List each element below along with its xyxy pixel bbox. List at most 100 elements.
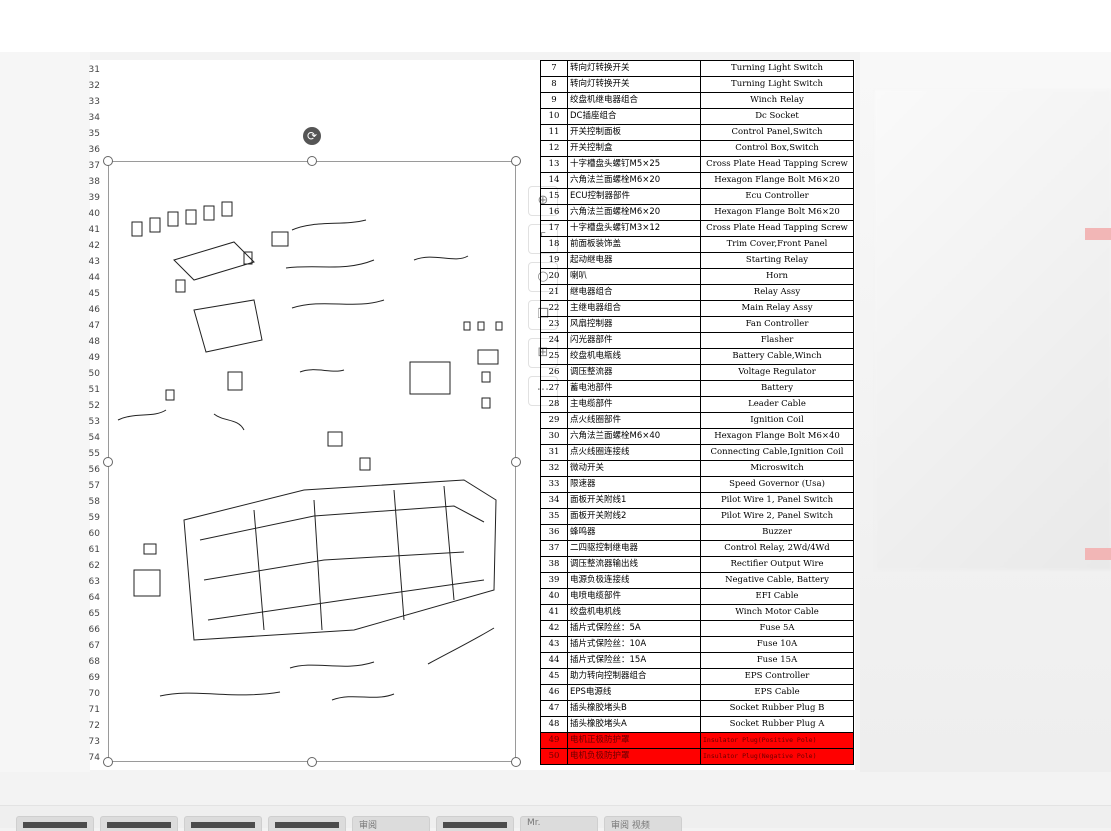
resize-handle-right[interactable] <box>511 457 521 467</box>
part-number-cell[interactable]: 8 <box>540 76 568 93</box>
part-number-cell[interactable]: 17 <box>540 220 568 237</box>
row-number[interactable]: 69 <box>88 673 100 683</box>
row-number[interactable]: 60 <box>88 529 100 539</box>
row-number[interactable]: 70 <box>88 689 100 699</box>
chinese-name-cell[interactable]: 微动开关 <box>567 460 701 477</box>
part-number-cell[interactable]: 16 <box>540 204 568 221</box>
chinese-name-cell[interactable]: 调压整流器 <box>567 364 701 381</box>
row-number[interactable]: 35 <box>88 129 100 139</box>
row-number[interactable]: 55 <box>88 449 100 459</box>
row-number[interactable]: 62 <box>88 561 100 571</box>
english-name-cell[interactable]: Connecting Cable,Ignition Coil <box>700 444 854 461</box>
chinese-name-cell[interactable]: DC插座组合 <box>567 108 701 125</box>
row-number[interactable]: 67 <box>88 641 100 651</box>
english-name-cell[interactable]: Speed Governor (Usa) <box>700 476 854 493</box>
row-number[interactable]: 32 <box>88 81 100 91</box>
english-name-cell[interactable]: Flasher <box>700 332 854 349</box>
chinese-name-cell[interactable]: 电机负极防护罩 <box>567 748 701 765</box>
part-number-cell[interactable]: 49 <box>540 732 568 749</box>
row-number[interactable]: 48 <box>88 337 100 347</box>
thumbnail-tab[interactable]: Mr. <box>520 816 598 831</box>
part-number-cell[interactable]: 35 <box>540 508 568 525</box>
row-number[interactable]: 64 <box>88 593 100 603</box>
english-name-cell[interactable]: Voltage Regulator <box>700 364 854 381</box>
resize-handle-bottom[interactable] <box>307 757 317 767</box>
rotate-icon[interactable]: ⟳ <box>303 127 321 145</box>
resize-handle-top[interactable] <box>307 156 317 166</box>
part-number-cell[interactable]: 26 <box>540 364 568 381</box>
chinese-name-cell[interactable]: 风扇控制器 <box>567 316 701 333</box>
english-name-cell[interactable]: Ecu Controller <box>700 188 854 205</box>
parts-diagram-image[interactable] <box>104 160 516 762</box>
chinese-name-cell[interactable]: EPS电源线 <box>567 684 701 701</box>
row-number[interactable]: 41 <box>88 225 100 235</box>
row-number[interactable]: 61 <box>88 545 100 555</box>
english-name-cell[interactable]: Cross Plate Head Tapping Screw <box>700 156 854 173</box>
part-number-cell[interactable]: 14 <box>540 172 568 189</box>
part-number-cell[interactable]: 24 <box>540 332 568 349</box>
chinese-name-cell[interactable]: 插头橡胶堵头A <box>567 716 701 733</box>
chinese-name-cell[interactable]: 喇叭 <box>567 268 701 285</box>
chinese-name-cell[interactable]: 开关控制面板 <box>567 124 701 141</box>
english-name-cell[interactable]: Insulator Plug(Negative Pole) <box>700 748 854 765</box>
resize-handle-bl[interactable] <box>103 757 113 767</box>
english-name-cell[interactable]: Hexagon Flange Bolt M6×20 <box>700 172 854 189</box>
part-number-cell[interactable]: 36 <box>540 524 568 541</box>
english-name-cell[interactable]: Negative Cable, Battery <box>700 572 854 589</box>
chinese-name-cell[interactable]: 点火线圈连接线 <box>567 444 701 461</box>
english-name-cell[interactable]: Pilot Wire 1, Panel Switch <box>700 492 854 509</box>
english-name-cell[interactable]: Fuse 10A <box>700 636 854 653</box>
part-number-cell[interactable]: 7 <box>540 60 568 77</box>
english-name-cell[interactable]: Hexagon Flange Bolt M6×20 <box>700 204 854 221</box>
row-number[interactable]: 31 <box>88 65 100 75</box>
chinese-name-cell[interactable]: 绞盘机电机线 <box>567 604 701 621</box>
row-number[interactable]: 59 <box>88 513 100 523</box>
part-number-cell[interactable]: 9 <box>540 92 568 109</box>
english-name-cell[interactable]: Fuse 5A <box>700 620 854 637</box>
chinese-name-cell[interactable]: 主电缆部件 <box>567 396 701 413</box>
chinese-name-cell[interactable]: 插片式保险丝：10A <box>567 636 701 653</box>
chinese-name-cell[interactable]: 六角法兰面螺栓M6×40 <box>567 428 701 445</box>
part-number-cell[interactable]: 23 <box>540 316 568 333</box>
chinese-name-cell[interactable]: 限速器 <box>567 476 701 493</box>
part-number-cell[interactable]: 44 <box>540 652 568 669</box>
row-number[interactable]: 45 <box>88 289 100 299</box>
english-name-cell[interactable]: Fan Controller <box>700 316 854 333</box>
resize-handle-tr[interactable] <box>511 156 521 166</box>
part-number-cell[interactable]: 48 <box>540 716 568 733</box>
image-selection-frame[interactable] <box>108 161 516 762</box>
thumbnail-tab[interactable] <box>268 816 346 831</box>
part-number-cell[interactable]: 18 <box>540 236 568 253</box>
thumbnail-tab[interactable] <box>436 816 514 831</box>
english-name-cell[interactable]: Turning Light Switch <box>700 76 854 93</box>
part-number-cell[interactable]: 29 <box>540 412 568 429</box>
row-number[interactable]: 46 <box>88 305 100 315</box>
english-name-cell[interactable]: Ignition Coil <box>700 412 854 429</box>
row-number[interactable]: 68 <box>88 657 100 667</box>
english-name-cell[interactable]: EPS Cable <box>700 684 854 701</box>
part-number-cell[interactable]: 19 <box>540 252 568 269</box>
thumbnail-tab[interactable]: 审阅 视频 <box>604 816 682 831</box>
part-number-cell[interactable]: 38 <box>540 556 568 573</box>
